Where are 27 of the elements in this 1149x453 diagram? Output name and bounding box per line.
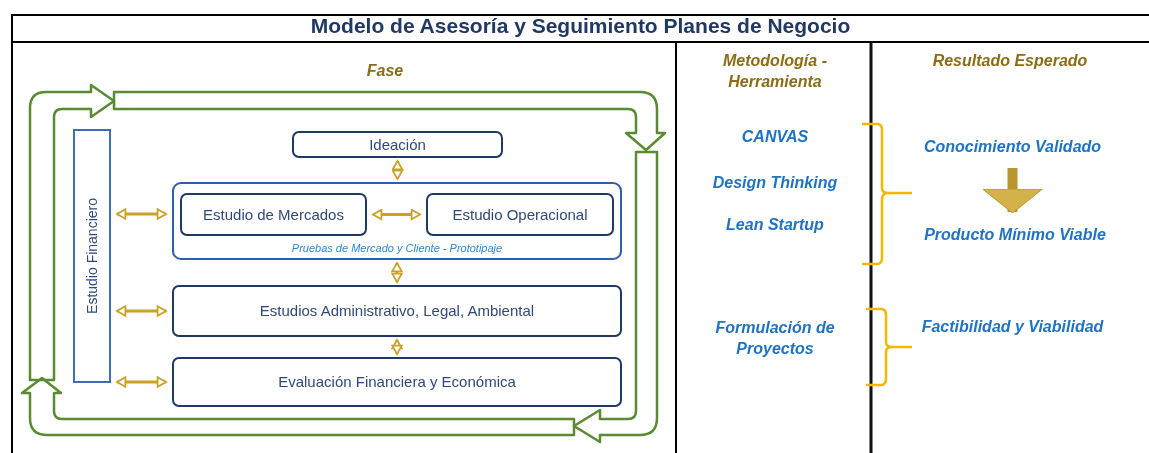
column-header: Fase bbox=[365, 61, 405, 81]
double-arrow bbox=[391, 262, 403, 283]
vertical-box: Estudio Financiero bbox=[73, 129, 111, 383]
process-box: Ideación bbox=[292, 131, 503, 158]
process-box: Estudio Operacional bbox=[426, 193, 614, 236]
result-text: Producto Mínimo Viable bbox=[905, 214, 1125, 256]
group-box bbox=[172, 182, 622, 260]
method-label: CANVAS bbox=[740, 127, 810, 147]
double-arrow bbox=[116, 305, 167, 317]
double-arrow bbox=[391, 339, 403, 355]
method-label: Design Thinking bbox=[711, 173, 839, 193]
double-arrow bbox=[116, 376, 167, 388]
result-text: Conocimiento Validado bbox=[920, 126, 1105, 168]
title: Modelo de Asesoría y Seguimiento Planes de Negocio bbox=[309, 14, 852, 38]
process-box: Evaluación Financiera y Económica bbox=[172, 357, 622, 407]
double-arrow bbox=[391, 160, 404, 180]
method-label: Lean Startup bbox=[725, 215, 825, 235]
double-arrow bbox=[116, 208, 167, 220]
column-header: Resultado Esperado bbox=[931, 51, 1089, 71]
process-box: Estudios Administrativo, Legal, Ambiental bbox=[172, 285, 622, 337]
result-label: Factibilidad y Viabilidad bbox=[920, 317, 1105, 337]
double-arrow bbox=[372, 208, 421, 221]
group-caption: Pruebas de Mercado y Cliente - Prototipaje bbox=[290, 242, 504, 255]
process-box: Estudio de Mercados bbox=[180, 193, 367, 236]
method-label: Formulación de Proyectos bbox=[714, 318, 836, 359]
column-header: Metodología - Herramienta bbox=[722, 51, 828, 92]
block-arrow bbox=[982, 168, 1043, 214]
